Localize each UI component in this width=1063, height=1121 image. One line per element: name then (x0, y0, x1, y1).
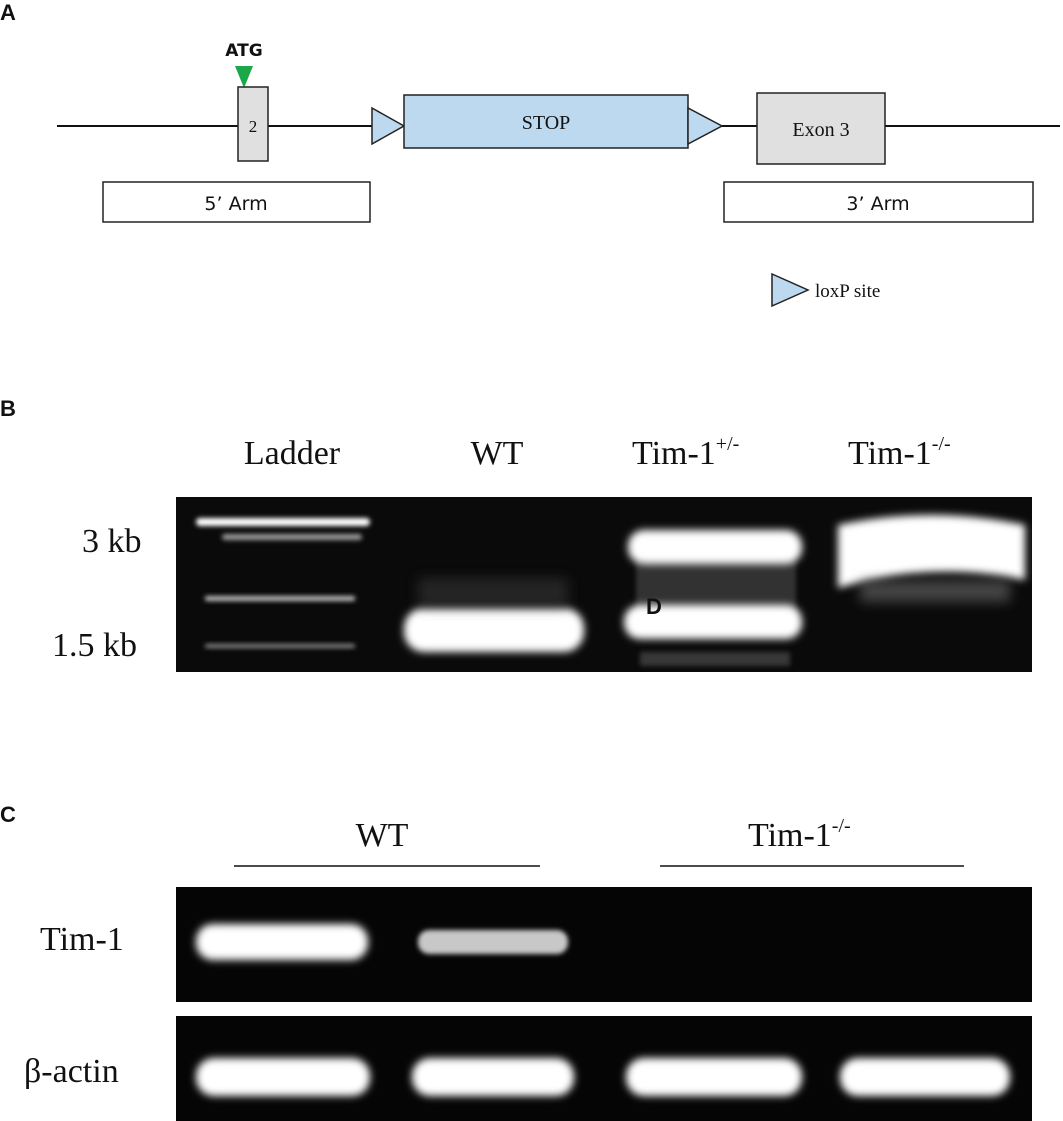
panel-a-letter: A (0, 0, 16, 25)
actin-band-1 (196, 1058, 370, 1096)
ladder-band (222, 534, 362, 540)
wt-smear (418, 578, 568, 608)
panel-c-letter: C (0, 802, 16, 827)
row-label-tim1: Tim-1 (40, 921, 124, 958)
arm-5-box (102, 181, 371, 223)
ko-smear (860, 580, 1010, 602)
exon-3-box (756, 92, 886, 165)
group-label-wt: WT (356, 817, 409, 854)
loxp-site-left-icon (371, 106, 406, 146)
size-marker-1-5kb: 1.5 kb (52, 627, 137, 664)
legend-label: loxP site (815, 281, 880, 302)
panel-a: A ATG 2 STOP Exon 3 5’ Arm 3’ Arm loxP s… (0, 0, 1060, 308)
lane-label-wt: WT (471, 435, 524, 472)
actin-band-2 (412, 1058, 574, 1096)
legend-loxp-icon (771, 272, 810, 308)
het-band-lower (624, 605, 802, 639)
atg-label: ATG (225, 41, 262, 61)
tim1-band-wt1 (196, 924, 368, 960)
actin-band-4 (840, 1058, 1010, 1096)
panel-b: B Ladder WT Tim-1+/- Tim-1-/- 3 kb 1.5 k… (0, 396, 1032, 672)
arm-3-label: 3’ Arm (846, 193, 909, 215)
actin-band-3 (626, 1058, 802, 1096)
row-label-beta-actin: β-actin (24, 1053, 119, 1090)
exon-2-box (237, 86, 269, 162)
panel-b-letter: B (0, 396, 16, 421)
ladder-band (196, 518, 370, 526)
lane-label-tim1-het: Tim-1+/- (632, 433, 739, 472)
legend: loxP site (771, 272, 880, 308)
ladder-band (205, 644, 355, 648)
panel-c: C WT Tim-1-/- Tim-1 β-actin (0, 802, 1032, 1121)
stop-label: STOP (522, 112, 571, 134)
lane-label-ladder: Ladder (244, 435, 341, 472)
arm-3-box (723, 181, 1034, 223)
het-band-upper (628, 530, 802, 564)
het-smear-bottom (640, 652, 790, 666)
exon-2-label: 2 (249, 117, 258, 136)
loxp-site-right-icon (687, 106, 724, 146)
wt-band (404, 608, 584, 652)
size-marker-3kb: 3 kb (82, 523, 142, 560)
ladder-band (205, 596, 355, 601)
tim1-band-wt2 (418, 930, 568, 954)
exon-3-label: Exon 3 (792, 119, 849, 141)
arm-5-label: 5’ Arm (204, 193, 267, 215)
atg-marker-icon (235, 66, 253, 88)
overlay-letter: D (646, 594, 662, 619)
lane-label-tim1-ko: Tim-1-/- (848, 433, 951, 472)
ko-band (838, 515, 1025, 588)
group-label-tim1-ko: Tim-1-/- (748, 815, 851, 854)
stop-cassette-box (403, 94, 689, 149)
